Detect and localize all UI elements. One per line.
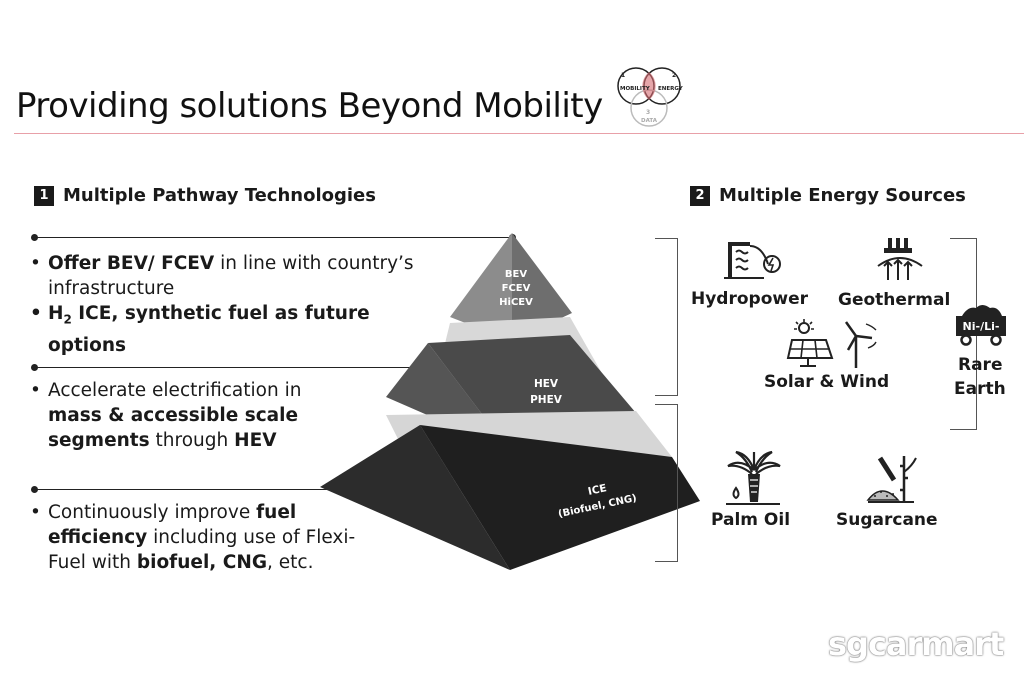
rare-earth-label-2: Earth	[954, 379, 1006, 399]
energy-heading-text: Multiple Energy Sources	[719, 185, 966, 206]
leader-line-1	[34, 237, 512, 238]
bullet-group-2: Accelerate electrification in mass & acc…	[30, 378, 330, 453]
venn-data-num: 3	[646, 109, 650, 116]
hydropower-icon	[724, 242, 781, 279]
bracket-upper	[655, 238, 678, 396]
bullet-fuel: Continuously improve fuel efficiency inc…	[30, 500, 380, 575]
rare-earth-label-1: Rare	[958, 355, 1003, 375]
pyramid-bottom-left-face	[320, 425, 510, 570]
title-divider	[14, 133, 1024, 134]
pyramid-bottom-right-face	[420, 425, 700, 570]
palm-tree-icon	[726, 450, 781, 505]
pyramid-mid-label-2: PHEV	[530, 394, 563, 406]
geothermal-label: Geothermal	[838, 290, 951, 310]
solar-wind-icon	[786, 319, 877, 368]
bullet-fuel-bold2: biofuel, CNG	[136, 552, 268, 573]
pyramid-top-label-2: FCEV	[502, 283, 531, 294]
pyramid-top-left-face	[450, 233, 512, 341]
bullet-group-1: Offer BEV/ FCEV in line with country’s i…	[30, 251, 450, 358]
leader-line-2	[34, 367, 424, 368]
energy-heading: 2 Multiple Energy Sources	[690, 185, 966, 206]
venn-mobility-num: 1	[621, 72, 625, 79]
page-title: Providing solutions Beyond Mobility	[16, 86, 603, 126]
section-number-2: 2	[690, 185, 710, 206]
bullet-bev-fcev-text: in line with country’s infrastructure	[48, 253, 414, 299]
pyramid-bottom-label-1: ICE	[587, 482, 608, 498]
pathway-heading: 1 Multiple Pathway Technologies	[34, 185, 376, 206]
venn-diagram: 1 MOBILITY 2 ENERGY 3 DATA	[617, 67, 684, 127]
bullet-group-3: Continuously improve fuel efficiency inc…	[30, 500, 380, 575]
pathway-heading-text: Multiple Pathway Technologies	[63, 185, 376, 206]
sugarcane-label: Sugarcane	[836, 510, 938, 530]
bullet-h2-ice: H2 ICE, synthetic fuel as future options	[30, 301, 450, 358]
bullet-h2-sub: 2	[63, 312, 72, 327]
mine-cart-icon: Ni-/Li-	[956, 305, 1006, 346]
bullet-hev-bold1: mass & accessible scale segments	[48, 405, 299, 451]
leader-line-3	[34, 489, 360, 490]
venn-data-label: DATA	[641, 118, 658, 124]
bullet-hev-pre: Accelerate electrification in	[48, 380, 302, 401]
venn-energy-num: 2	[672, 72, 676, 79]
bullet-fuel-mid: including use of Flexi-Fuel with	[48, 527, 356, 573]
bullet-hev-bold2: HEV	[234, 430, 277, 451]
pyramid-top-label-1: BEV	[505, 269, 527, 280]
bullet-hev-mid: through	[149, 430, 235, 451]
palm-oil-label: Palm Oil	[711, 510, 791, 530]
bracket-lower	[655, 404, 678, 562]
bullet-bev-fcev-bold: Offer BEV/ FCEV	[48, 253, 215, 274]
bullet-fuel-post: , etc.	[267, 552, 314, 573]
bullet-fuel-pre: Continuously improve	[48, 502, 257, 523]
venn-energy-label: ENERGY	[658, 86, 684, 92]
sugarcane-icon	[866, 456, 917, 503]
bullet-bev-fcev: Offer BEV/ FCEV in line with country’s i…	[30, 251, 450, 301]
venn-mobility-label: MOBILITY	[620, 86, 651, 92]
solar-wind-label: Solar & Wind	[764, 372, 890, 392]
bullet-fuel-bold1: fuel efficiency	[48, 502, 297, 548]
pyramid-top-right-face	[512, 233, 572, 341]
pyramid-top-label-3: HiCEV	[499, 297, 533, 308]
watermark-logo: sgcarmart	[828, 625, 1004, 663]
bullet-h2-text: ICE, synthetic fuel as future options	[48, 303, 370, 356]
geothermal-icon	[877, 238, 923, 280]
section-number-1: 1	[34, 185, 54, 206]
ni-li-label: Ni-/Li-	[963, 320, 1000, 333]
bullet-hev: Accelerate electrification in mass & acc…	[30, 378, 330, 453]
pyramid-mid-label-1: HEV	[534, 378, 559, 390]
hydropower-label: Hydropower	[691, 289, 809, 309]
bullet-h2-h: H	[48, 303, 64, 324]
technology-pyramid: BEV FCEV HiCEV HEV PHEV ICE (Biofuel, CN…	[320, 233, 700, 570]
